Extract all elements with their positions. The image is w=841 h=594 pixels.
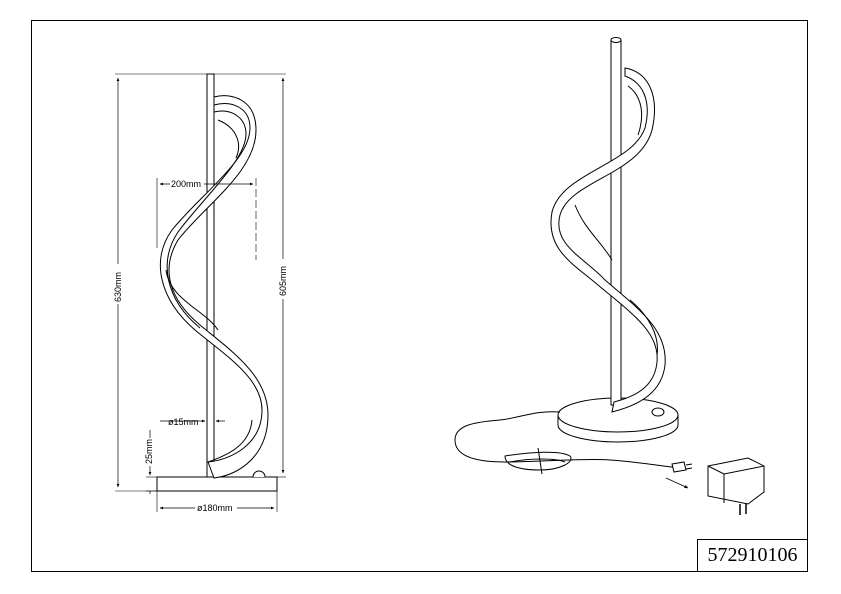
touch-button-perspective xyxy=(651,407,665,417)
dim-arm-height: 605mm xyxy=(278,266,288,296)
dim-spiral-width: 200mm xyxy=(171,179,201,189)
front-view xyxy=(115,73,286,512)
perspective-view xyxy=(454,37,765,515)
power-adapter xyxy=(707,457,765,515)
dim-base-diameter: ø180mm xyxy=(197,503,233,513)
dim-total-height: 630mm xyxy=(113,272,123,302)
touch-button xyxy=(252,470,266,478)
dim-base-height: 25mm xyxy=(144,439,154,464)
lamp-base-front xyxy=(156,476,278,492)
cable-plug xyxy=(671,461,687,473)
drawing-frame xyxy=(31,20,808,572)
spiral-ribbon-perspective xyxy=(550,67,666,413)
lamp-pole-perspective xyxy=(610,40,622,406)
power-cable xyxy=(454,411,681,469)
product-code: 572910106 xyxy=(697,539,808,572)
spiral-ribbon-front xyxy=(159,95,269,479)
dim-pole-diameter: ø15mm xyxy=(168,417,199,427)
lamp-pole-front xyxy=(206,73,215,478)
